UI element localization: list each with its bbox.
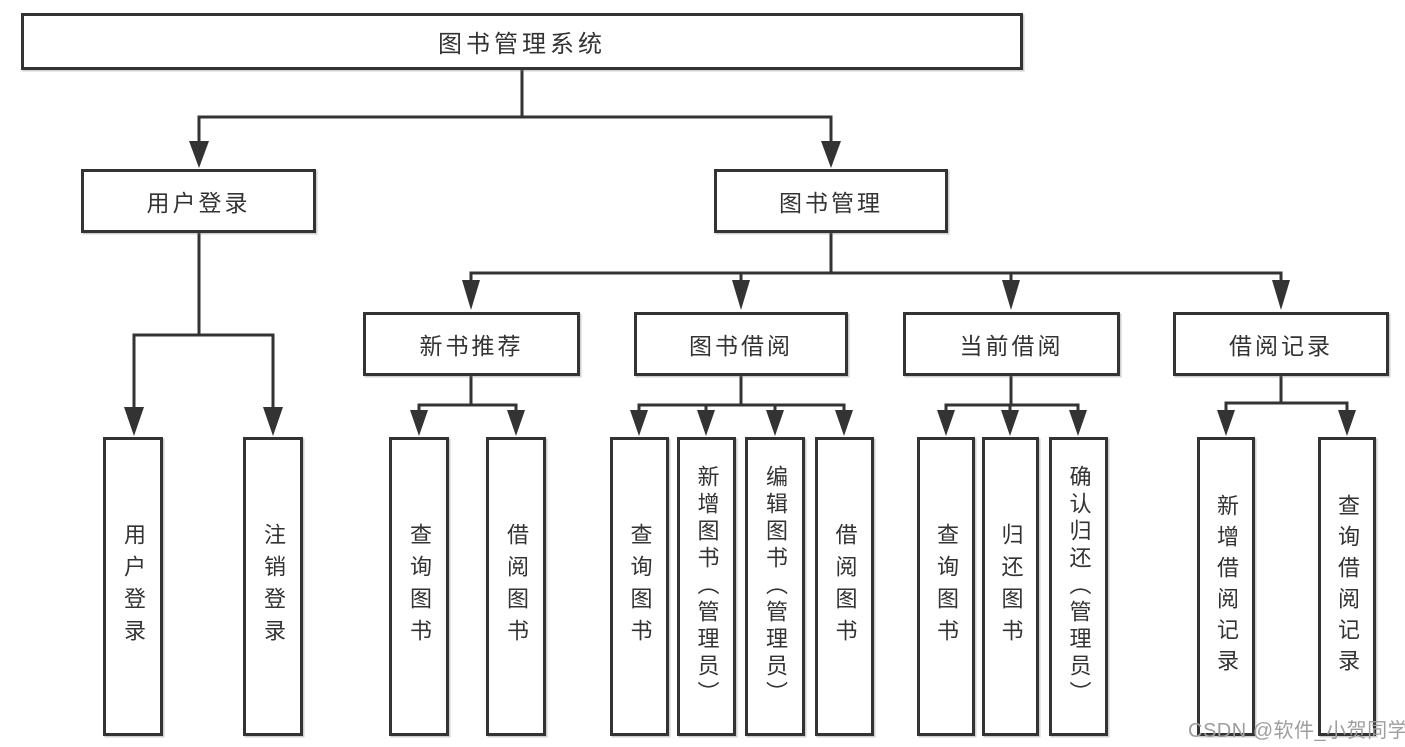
arrowhead xyxy=(1002,280,1020,310)
node-label: 图书管理 xyxy=(779,190,883,216)
arrowhead xyxy=(1217,410,1235,436)
node-label: 图书管理系统 xyxy=(438,31,606,58)
node-label: 借阅图书 xyxy=(504,522,529,651)
leaf-borrow-books-recommend: 借阅图书 xyxy=(486,437,546,736)
leaf-add-borrow-record: 新增借阅记录 xyxy=(1197,437,1255,736)
leaf-confirm-return-admin: 确认归还（管理员） xyxy=(1049,437,1108,736)
node-label: 图书借阅 xyxy=(689,333,793,359)
connector-user-login xyxy=(132,233,275,408)
connector-book-borrow xyxy=(637,376,846,411)
arrowhead xyxy=(1338,410,1356,436)
arrowhead xyxy=(410,410,428,436)
node-new-book-recommend: 新书推荐 xyxy=(363,312,580,376)
node-root: 图书管理系统 xyxy=(21,13,1023,70)
leaf-query-books-borrow: 查询图书 xyxy=(610,437,669,736)
arrowhead xyxy=(937,410,955,436)
node-label: 借阅图书 xyxy=(832,522,858,651)
arrowhead xyxy=(189,141,209,168)
arrowhead xyxy=(1001,410,1019,436)
arrowheads xyxy=(124,141,1356,436)
leaf-query-borrow-record: 查询借阅记录 xyxy=(1318,437,1376,736)
arrowhead xyxy=(263,407,283,436)
arrowhead xyxy=(835,410,853,436)
arrowhead xyxy=(821,141,841,168)
leaf-logout: 注销登录 xyxy=(243,437,303,736)
arrowhead xyxy=(1272,280,1290,310)
arrowhead xyxy=(732,280,750,310)
connector-current-borrow xyxy=(944,376,1080,411)
connector-book-management xyxy=(469,233,1283,281)
node-label: 注销登录 xyxy=(261,522,286,651)
node-label: 新增借阅记录 xyxy=(1214,493,1239,680)
node-label: 借阅记录 xyxy=(1229,333,1333,359)
node-label: 确认归还（管理员） xyxy=(1066,465,1092,708)
connector-root xyxy=(197,69,833,142)
connector-new-book-recommend xyxy=(417,376,518,411)
node-current-borrow: 当前借阅 xyxy=(903,312,1120,376)
leaf-query-books-current: 查询图书 xyxy=(917,437,975,736)
node-label: 当前借阅 xyxy=(959,333,1064,359)
arrowhead xyxy=(697,410,715,436)
node-label: 新书推荐 xyxy=(419,333,524,359)
arrowhead xyxy=(124,407,144,436)
arrowhead xyxy=(1069,410,1087,436)
arrowhead xyxy=(507,410,525,436)
node-label: 查询图书 xyxy=(934,522,959,651)
arrowhead xyxy=(630,410,648,436)
arrowhead xyxy=(462,280,480,310)
node-label: 查询图书 xyxy=(407,522,432,651)
node-label: 查询图书 xyxy=(627,522,653,651)
leaf-query-books-recommend: 查询图书 xyxy=(389,437,449,736)
connector-borrow-records xyxy=(1224,376,1349,411)
node-book-borrow: 图书借阅 xyxy=(634,312,848,376)
node-label: 查询借阅记录 xyxy=(1335,493,1360,680)
node-user-login: 用户登录 xyxy=(81,169,316,233)
leaf-user-login: 用户登录 xyxy=(103,437,163,736)
node-borrow-records: 借阅记录 xyxy=(1173,312,1389,376)
node-label: 编辑图书（管理员） xyxy=(763,465,788,708)
leaf-return-book: 归还图书 xyxy=(982,437,1039,736)
csdn-watermark: CSDN @软件_小贺同学 xyxy=(1188,720,1405,742)
node-book-management: 图书管理 xyxy=(714,169,948,233)
leaf-add-book-admin: 新增图书（管理员） xyxy=(677,437,736,736)
node-label: 用户登录 xyxy=(121,522,146,651)
node-label: 新增图书（管理员） xyxy=(694,465,720,708)
node-label: 用户登录 xyxy=(146,190,251,216)
node-label: 归还图书 xyxy=(998,522,1024,651)
leaf-borrow-books: 借阅图书 xyxy=(815,437,874,736)
arrowhead xyxy=(766,410,784,436)
leaf-edit-book-admin: 编辑图书（管理员） xyxy=(745,437,805,736)
